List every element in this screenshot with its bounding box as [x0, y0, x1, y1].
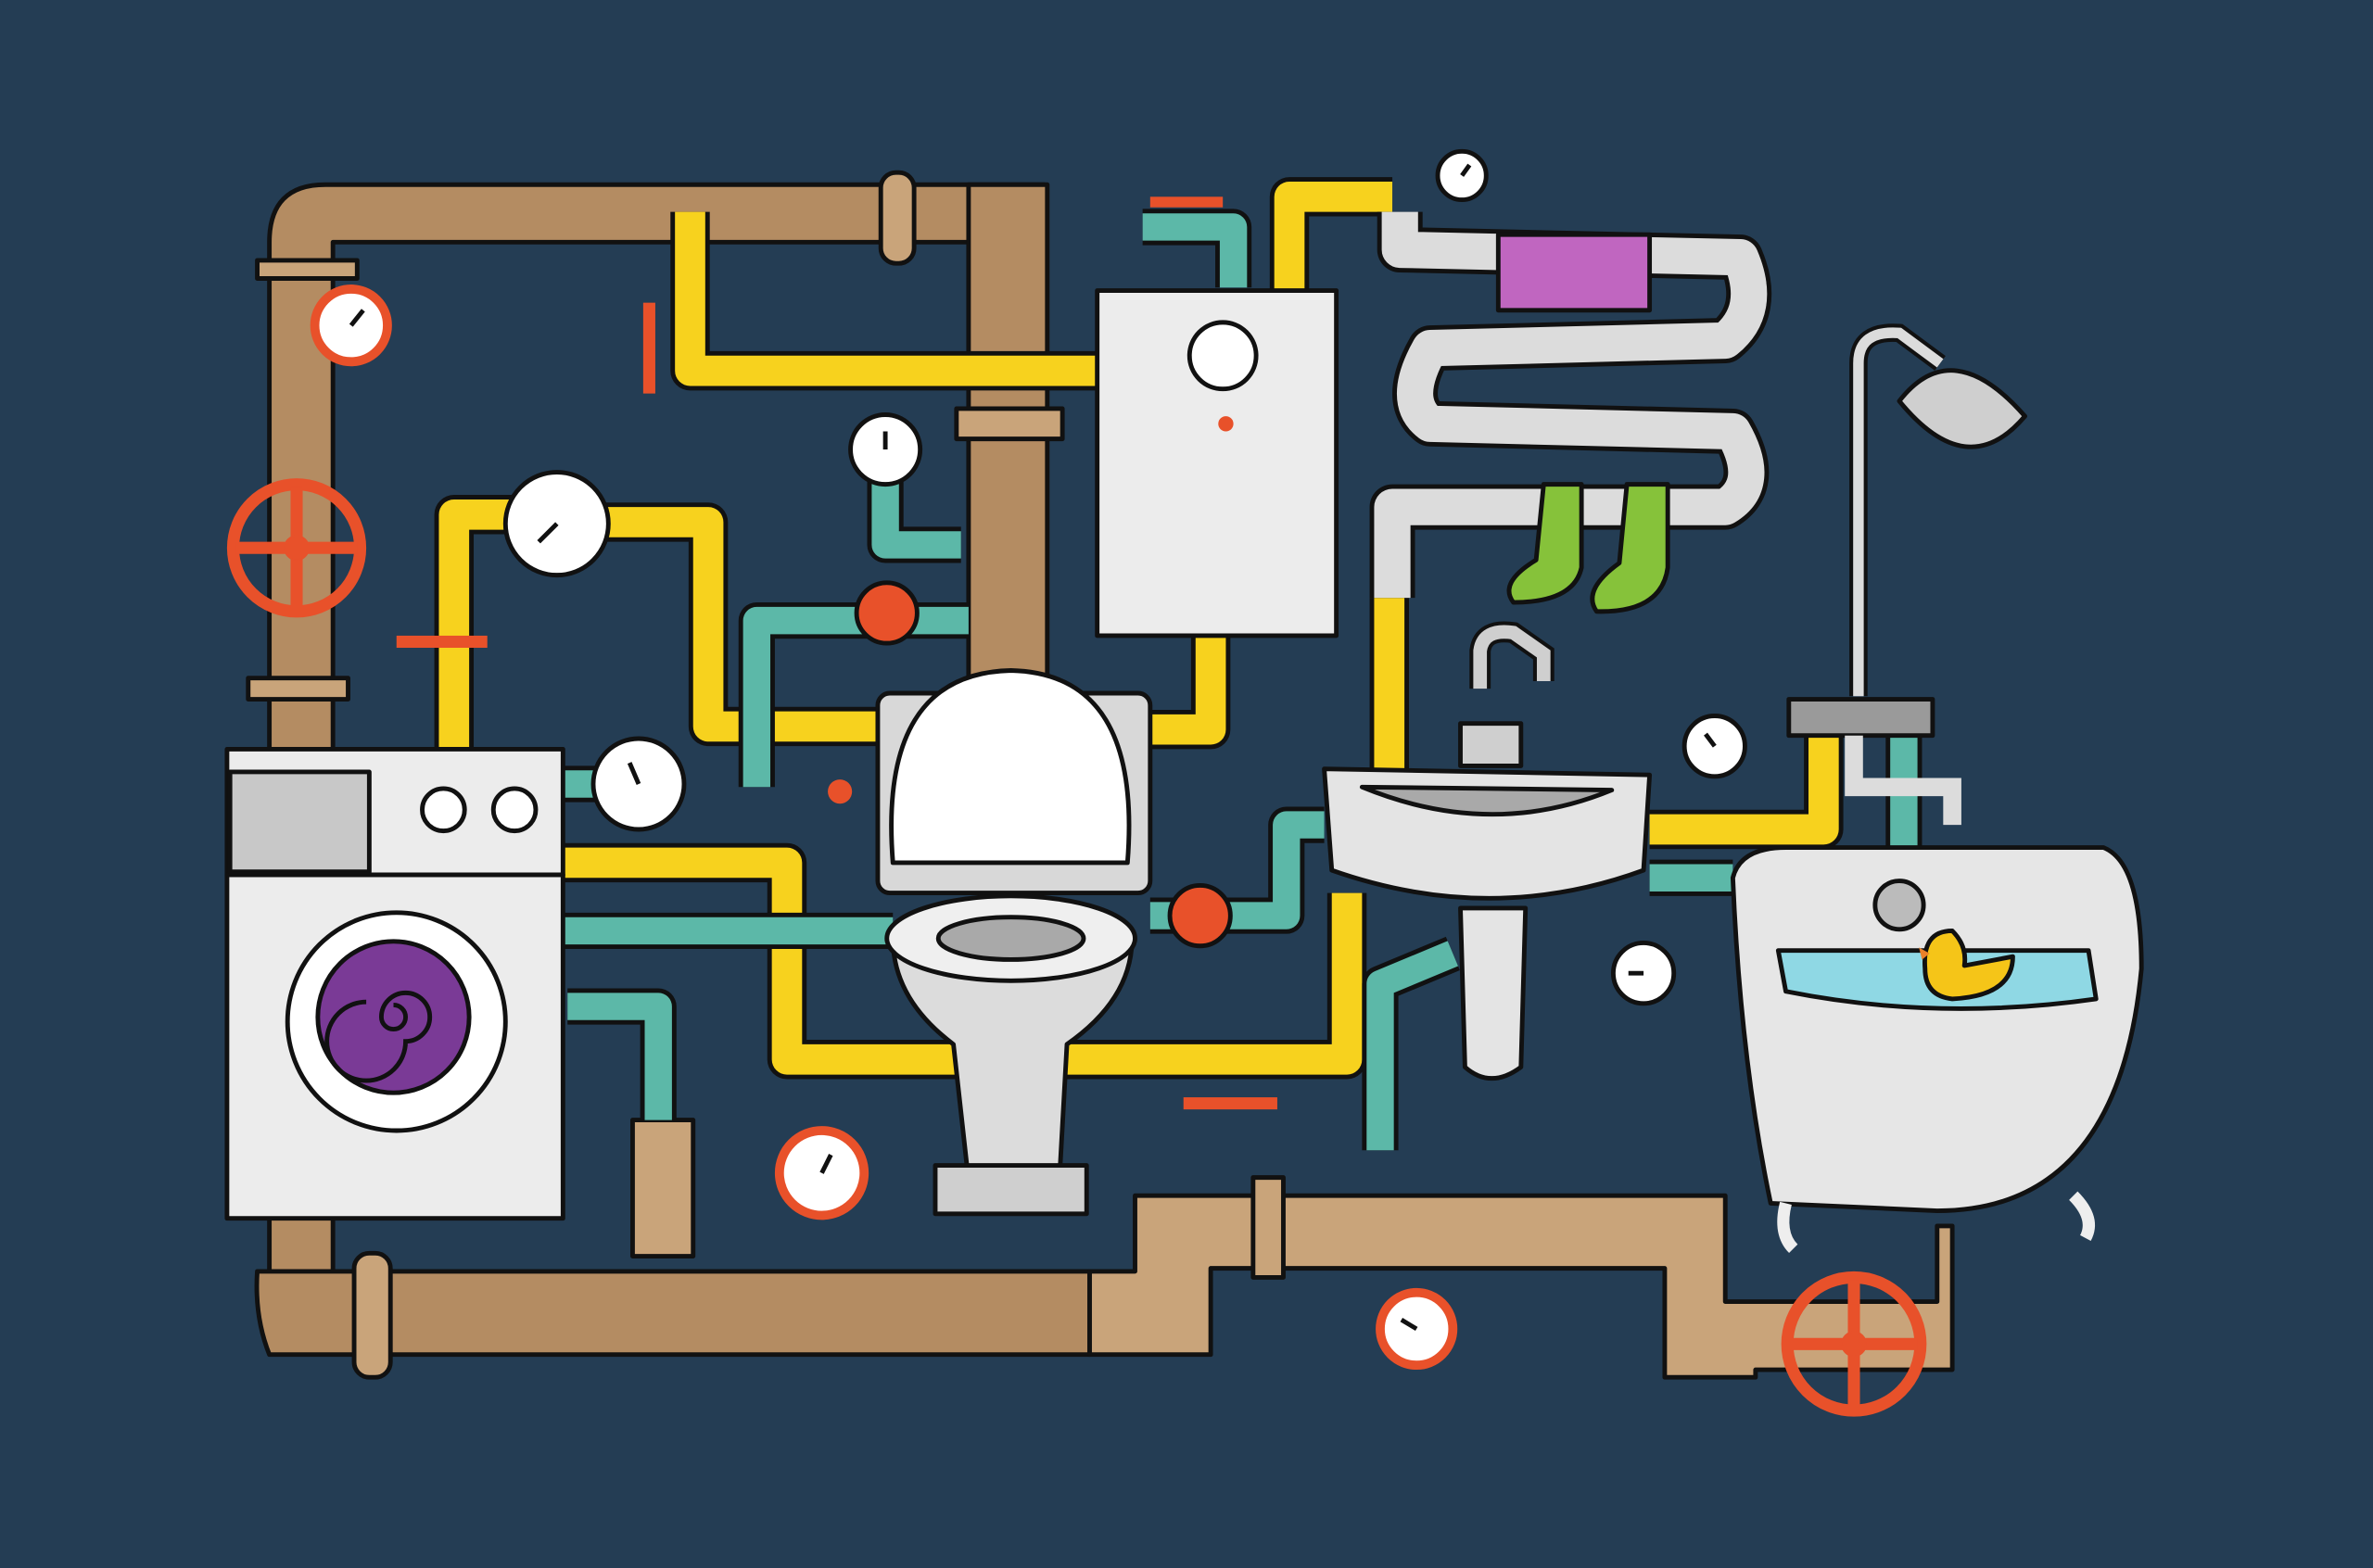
pipe-collar: [255, 258, 360, 281]
tub-foot: [1777, 1201, 1798, 1254]
valve-handle: [396, 635, 488, 649]
bathtub-icon: [1730, 845, 2144, 1254]
washer-dial: [490, 786, 539, 834]
valve-handle: [642, 302, 655, 394]
pipe-flange: [878, 170, 917, 266]
washer-drain-standpipe: [630, 1118, 696, 1259]
valve-knob: [854, 580, 920, 646]
valve-knob: [828, 779, 853, 804]
sink-icon: [1322, 621, 1653, 1081]
valve-handle: [1183, 1097, 1277, 1110]
sock-left: [1506, 482, 1584, 605]
washing-machine-icon: [224, 746, 565, 1221]
sock-right: [1590, 482, 1670, 614]
pipe-collar: [1250, 1175, 1286, 1280]
toilet-icon: [875, 668, 1153, 1217]
toilet-lid: [889, 668, 1132, 866]
gauge-icon: [1681, 714, 1747, 779]
radiator-icon: [1369, 211, 1772, 599]
bottom-brown-pipe: [254, 1269, 1092, 1358]
rubber-duck-icon: [1919, 928, 2015, 1002]
pipe-collar: [246, 676, 350, 702]
gauge-icon: [1376, 1287, 1458, 1371]
sink-pedestal: [1458, 905, 1529, 1081]
toilet-bowl: [890, 936, 1135, 1183]
washer-drum: [315, 939, 472, 1095]
washer-dial: [420, 786, 467, 834]
gauge-icon: [774, 1126, 869, 1220]
bath-drain: [1872, 879, 1926, 932]
boiler-icon: [1095, 288, 1339, 639]
towel: [1495, 232, 1653, 313]
brown-pipes: [246, 170, 1955, 1380]
tub-foot: [2068, 1191, 2095, 1242]
center-brown-pipe: [966, 182, 1050, 702]
top-brown-pipe: [267, 182, 1047, 1289]
valve-handle: [1149, 196, 1224, 208]
bottom-right-brown-pipe: [1087, 1193, 1955, 1380]
pipe-flange: [351, 1250, 393, 1380]
valve-knob: [1167, 882, 1233, 949]
pipe-collar: [954, 406, 1065, 442]
detergent-drawer: [227, 769, 372, 875]
valve-wheel-icon: [226, 478, 367, 618]
valve-wheel-icon: [1781, 1271, 1927, 1417]
boiler-gauge: [1186, 320, 1259, 392]
shower-icon: [1786, 323, 2027, 826]
boiler-indicator-light: [1218, 416, 1234, 432]
